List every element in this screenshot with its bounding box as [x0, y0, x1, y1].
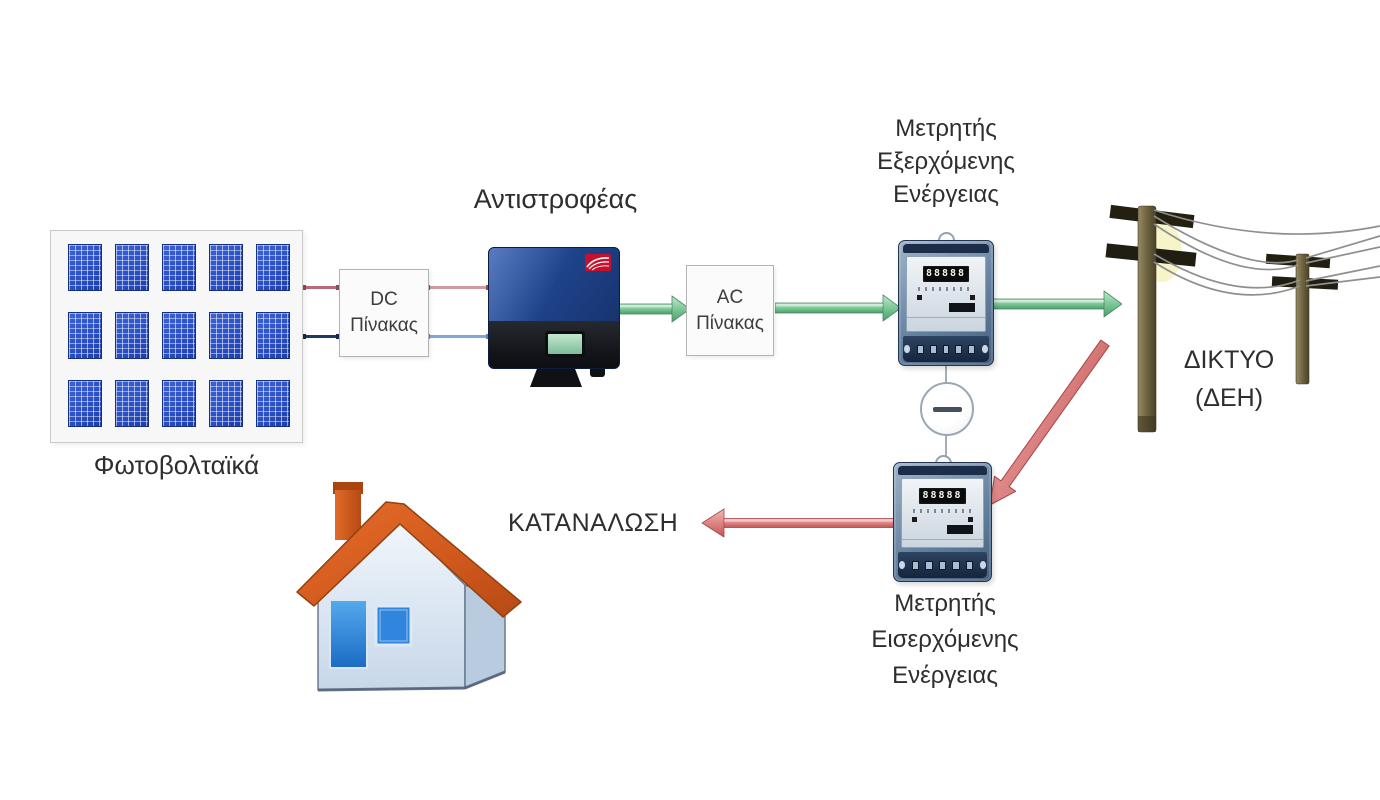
inverter-label: Αντιστροφέας: [473, 184, 638, 214]
meter-face: 88888: [906, 256, 986, 332]
meter-terminals: [903, 336, 989, 362]
pv-row: [68, 312, 302, 359]
inverter-foot: [590, 368, 605, 377]
inverter-display: [545, 331, 585, 357]
meter-cap: [898, 466, 987, 475]
meter-face-divider: [902, 539, 983, 543]
export-flow-arrow-inverter-to-ac: [616, 295, 690, 323]
import-energy-meter: 88888: [893, 462, 992, 582]
dc-positive-wire-right: [427, 286, 489, 289]
pv-panel: [256, 244, 290, 291]
grid-label: ΔΙΚΤΥΟ (ΔΕΗ): [1158, 341, 1300, 417]
dc-negative-wire-left: [303, 335, 340, 338]
import-flow-arrow-meter-to-house: [701, 508, 897, 538]
pv-array: [50, 230, 303, 443]
minus-icon: [932, 406, 962, 412]
pv-panel: [68, 244, 102, 291]
dc-panel-label-line2: Πίνακας: [350, 315, 418, 336]
wire-node: [336, 334, 341, 339]
inverter: [488, 247, 620, 387]
pv-panel: [209, 380, 243, 427]
import-meter-label-line3: Ενέργειας: [892, 662, 998, 689]
export-energy-meter: 88888: [898, 240, 994, 366]
consumption-label: ΚΑΤΑΝΑΛΩΣΗ: [508, 509, 679, 537]
meter-face-divider: [907, 317, 985, 321]
house-icon: [296, 482, 522, 692]
pv-panel: [162, 312, 196, 359]
meter-screws: [902, 517, 983, 522]
wire-node: [301, 334, 306, 339]
net-metering-minus-node: [920, 382, 974, 436]
dc-negative-wire-right: [427, 335, 489, 338]
pv-array-label: Φωτοβολταϊκά: [93, 450, 260, 480]
pv-panel: [209, 312, 243, 359]
pv-panel: [209, 244, 243, 291]
pv-panel: [115, 380, 149, 427]
export-meter-label-line3: Ενέργειας: [893, 181, 999, 208]
export-flow-arrow-meter-to-grid: [992, 290, 1122, 318]
import-flow-arrow-grid-to-meter: [989, 339, 1110, 506]
meter-screws: [907, 295, 985, 300]
meter-serial-tag: [947, 525, 973, 534]
pv-panel: [162, 380, 196, 427]
meter-cap: [903, 244, 989, 253]
meter-scale: [913, 509, 972, 513]
import-meter-label-line1: Μετρητής: [894, 590, 996, 617]
pv-panel: [162, 244, 196, 291]
pv-panel: [68, 312, 102, 359]
meter-serial-tag: [949, 303, 975, 312]
wire-node: [336, 285, 341, 290]
pv-row: [68, 244, 302, 291]
pv-panel: [68, 380, 102, 427]
meter-terminals: [897, 552, 988, 578]
grid-poles-icon: [1105, 204, 1380, 433]
pv-panel: [256, 312, 290, 359]
pv-panel: [115, 244, 149, 291]
inverter-body: [488, 247, 620, 369]
pv-panel: [115, 312, 149, 359]
ac-panel-label-line1: AC: [716, 286, 744, 308]
ac-panel-box: AC Πίνακας: [686, 265, 774, 356]
import-meter-label-line2: Εισερχόμενης: [871, 626, 1019, 653]
dc-panel-box: DC Πίνακας: [339, 269, 429, 357]
inverter-display-screen: [548, 334, 582, 354]
grid-label-line1: ΔΙΚΤΥΟ: [1183, 346, 1275, 374]
dc-positive-wire-left: [303, 286, 340, 289]
inverter-stand: [530, 368, 582, 387]
export-meter-label: Μετρητής Εξερχόμενης Ενέργειας: [858, 112, 1034, 211]
import-meter-display: 88888: [919, 488, 966, 504]
wire-node: [301, 285, 306, 290]
export-flow-arrow-ac-to-meter: [775, 294, 901, 322]
pv-row: [68, 380, 302, 427]
export-meter-label-line2: Εξερχόμενης: [877, 148, 1015, 175]
meter-face: 88888: [901, 478, 984, 548]
export-meter-display: 88888: [923, 266, 969, 282]
import-meter-label: Μετρητής Εισερχόμενης Ενέργειας: [852, 586, 1038, 694]
export-meter-label-line1: Μετρητής: [895, 115, 997, 142]
sma-logo-icon: [585, 254, 611, 271]
ac-panel-label-line2: Πίνακας: [696, 312, 764, 334]
meter-scale: [917, 287, 975, 291]
dc-panel-label-line1: DC: [370, 289, 398, 311]
grid-label-line2: (ΔΕΗ): [1194, 384, 1264, 412]
pv-panel: [256, 380, 290, 427]
